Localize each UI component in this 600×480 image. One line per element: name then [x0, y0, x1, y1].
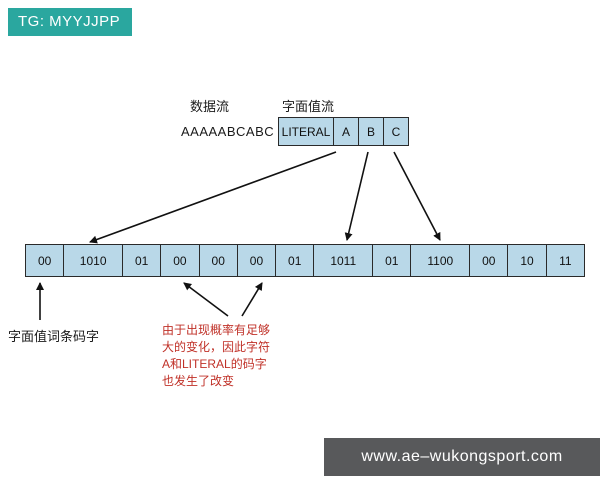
arrow-note-left: [183, 282, 229, 317]
code-cell: 01: [123, 244, 162, 277]
input-string: AAAAABCABC: [181, 124, 275, 139]
code-cell: 1100: [411, 244, 471, 277]
arrow-literal-to-1010: [89, 151, 337, 244]
arrow-b-to-1011: [344, 151, 369, 241]
code-cell: 1011: [314, 244, 374, 277]
note-line: A和LITERAL的码字: [162, 357, 267, 371]
literal-box: A: [334, 117, 359, 146]
data-stream-label: 数据流: [190, 99, 230, 114]
literal-box: LITERAL: [278, 117, 334, 146]
literal-box: C: [384, 117, 409, 146]
code-cell: 10: [508, 244, 547, 277]
note-line: 由于出现概率有足够: [162, 323, 271, 337]
note-line: 也发生了改变: [162, 374, 235, 388]
code-cell: 1010: [64, 244, 124, 277]
code-cell: 00: [25, 244, 65, 277]
literal-codeword-label: 字面值词条码字: [8, 329, 100, 344]
literal-stream-label: 字面值流: [282, 99, 335, 114]
literal-stream-row: LITERAL A B C: [278, 117, 409, 146]
footer-watermark: www.ae–wukongsport.com: [324, 438, 600, 476]
code-cell: 00: [237, 244, 277, 277]
note-line: 大的变化，因此字符: [162, 340, 271, 354]
literal-box: B: [359, 117, 384, 146]
arrow-note-right: [241, 282, 263, 317]
code-cell: 00: [161, 244, 200, 277]
watermark-banner: TG: MYYJJPP: [8, 8, 133, 36]
code-cell: 11: [546, 244, 585, 277]
arrow-c-to-1100: [393, 151, 441, 241]
code-cell: 01: [276, 244, 315, 277]
code-cell: 00: [199, 244, 238, 277]
code-cell: 01: [373, 244, 412, 277]
code-cell: 00: [470, 244, 509, 277]
codeword-row: 00 1010 01 00 00 00 01 1011 01 1100 00 1…: [25, 244, 585, 277]
probability-note: 由于出现概率有足够 大的变化，因此字符 A和LITERAL的码字 也发生了改变: [162, 322, 312, 390]
